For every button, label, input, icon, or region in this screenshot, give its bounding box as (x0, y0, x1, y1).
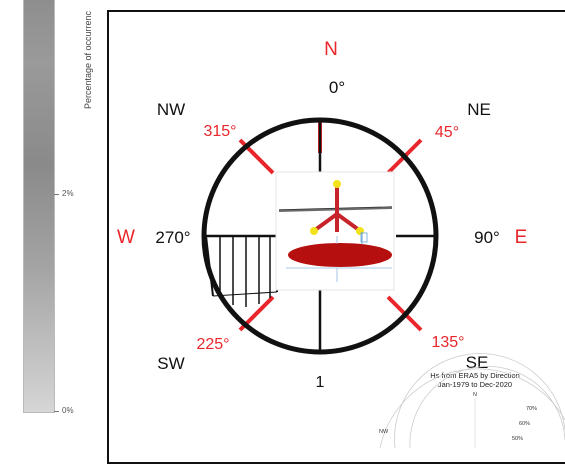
vessel-illustration (275, 171, 395, 291)
hatched-sector (205, 235, 278, 307)
label-sw: SW (157, 354, 184, 373)
label-west: W (117, 227, 135, 248)
buoy-top (333, 180, 341, 188)
label-0deg: 0° (329, 78, 345, 97)
colorbar (23, 0, 55, 413)
compass-diagram: N 0° NW NE 315° 45° W 270° 90° E 225° 13… (117, 39, 565, 448)
colorbar-tick-low (54, 411, 59, 412)
colorbar-label-low: 0% (62, 406, 74, 415)
label-315deg: 315° (203, 123, 236, 140)
label-bottom-marker: 1 (316, 374, 325, 391)
label-225deg: 225° (196, 336, 229, 353)
polar-inset-nw: NW (379, 429, 389, 435)
label-45deg: 45° (435, 124, 459, 141)
colorbar-label-mid: 2% (62, 189, 74, 198)
polar-inset: Hs from ERA5 by Direction Jan-1979 to De… (372, 353, 565, 448)
polar-inset-title: Hs from ERA5 by Direction (430, 371, 520, 380)
polar-ring-label-70: 70% (526, 406, 537, 412)
label-ne: NE (467, 100, 491, 119)
buoy-left (310, 227, 318, 235)
label-90deg: 90° (474, 228, 500, 247)
polar-inset-subtitle: Jan-1979 to Dec-2020 (438, 380, 512, 389)
label-east: E (515, 227, 528, 248)
polar-inset-north: N (473, 392, 477, 398)
vessel-hull (288, 243, 392, 267)
label-se: SE (466, 353, 489, 372)
label-north: N (324, 39, 338, 60)
polar-ring-mid (394, 353, 565, 448)
label-270deg: 270° (155, 228, 190, 247)
colorbar-tick-mid (54, 194, 59, 195)
label-nw: NW (157, 100, 185, 119)
label-135deg: 135° (431, 334, 464, 351)
polar-ring-inner (409, 366, 565, 448)
polar-ring-label-60: 60% (519, 421, 530, 427)
polar-ring-label-50: 50% (512, 436, 523, 442)
buoy-right (356, 227, 364, 235)
